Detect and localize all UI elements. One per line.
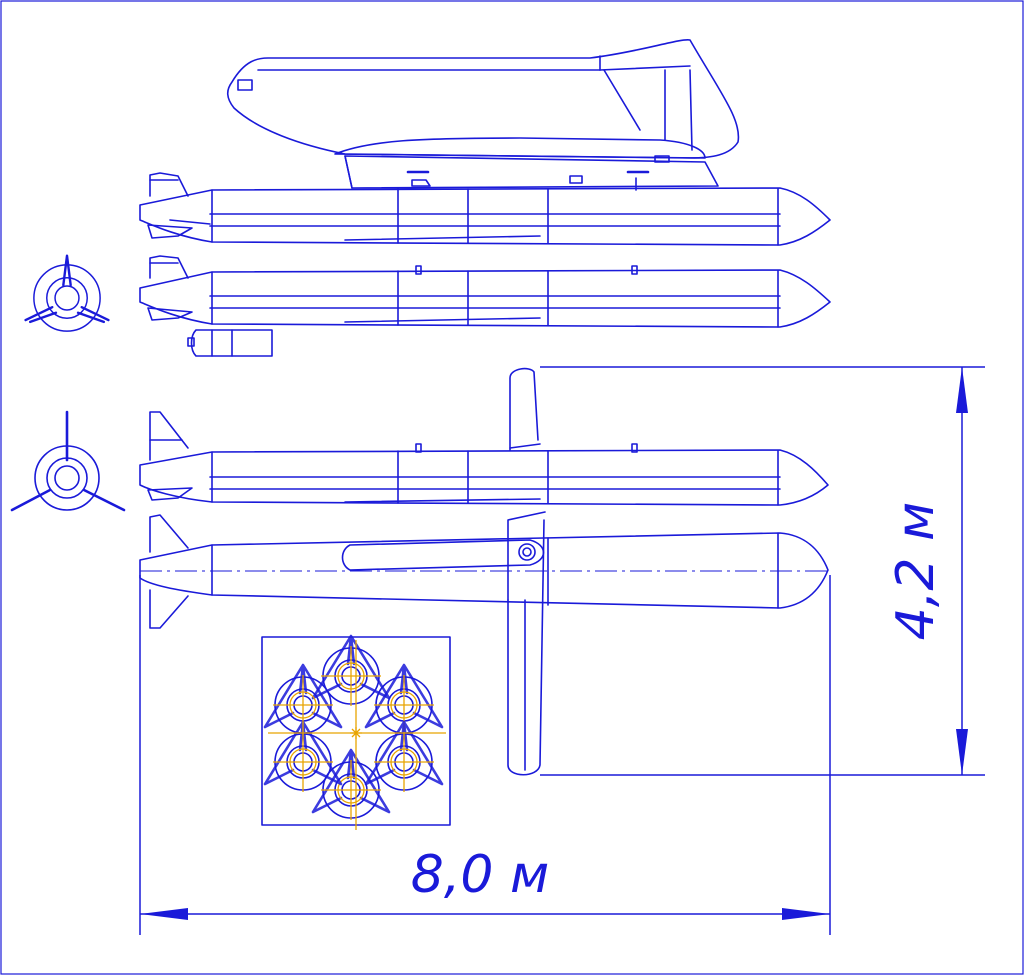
dimension-length (139, 575, 831, 935)
missile-top-view (139, 511, 830, 776)
missile-side-view-3 (139, 367, 829, 506)
launcher-pack (261, 634, 451, 830)
tail-section-folded (24, 254, 110, 333)
length-label: 8,0 м (411, 845, 549, 905)
tail-section-deployed (10, 410, 126, 512)
missile-side-view-2 (139, 255, 831, 357)
carrier-aircraft (226, 39, 740, 191)
span-label: 4,2 м (886, 502, 946, 640)
dimension-span (540, 366, 985, 776)
missile-side-view-1 (139, 172, 831, 246)
